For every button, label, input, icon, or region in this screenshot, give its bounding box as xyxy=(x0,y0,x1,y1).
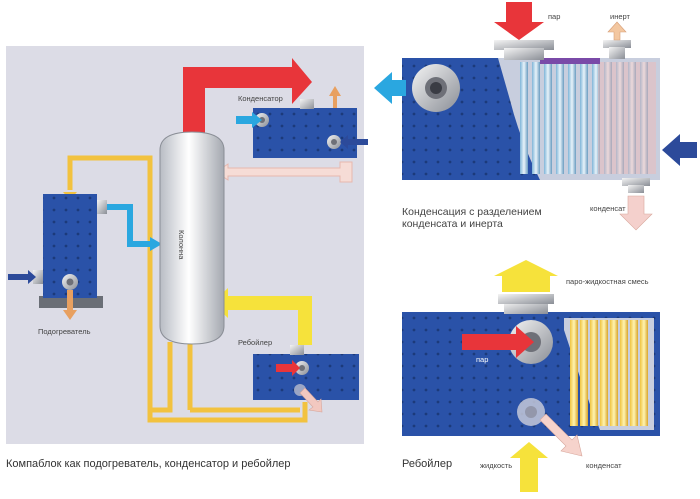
label-condenser: Конденсатор xyxy=(238,94,283,103)
label-steam-top: пар xyxy=(548,12,561,21)
column xyxy=(159,131,225,345)
reboiler-steam-arrow xyxy=(276,360,300,376)
column-bottom-pipe xyxy=(147,342,173,420)
mix-out-arrow xyxy=(494,260,558,292)
top-right-caption-line2: конденсата и инерта xyxy=(402,218,503,230)
condenser-vent-arrow xyxy=(329,86,341,108)
mix-nozzle xyxy=(504,302,548,314)
steam-nozzle xyxy=(494,40,554,50)
heater-exchanger xyxy=(33,194,107,308)
condenser-inlet-arrow xyxy=(340,135,368,149)
label-condensate-top: конденсат xyxy=(590,204,626,213)
cooling-in-arrow xyxy=(662,134,697,166)
left-caption: Компаблок как подогреватель, конденсатор… xyxy=(6,458,291,470)
plate-pack xyxy=(570,320,648,426)
condensate-nozzle xyxy=(622,178,650,186)
liquid-in-arrow xyxy=(510,442,548,492)
inert-out-arrow xyxy=(607,21,627,41)
label-reboiler: Ребойлер xyxy=(238,338,273,347)
cooling-arrow-head xyxy=(150,237,162,251)
condenser-exchanger xyxy=(253,99,357,158)
condensate-out-arrow xyxy=(619,195,653,231)
condenser-cooling-in-arrow xyxy=(236,112,262,128)
label-heater: Подогреватель xyxy=(38,327,91,336)
heater-inlet-arrow xyxy=(8,270,36,284)
baffle xyxy=(540,58,600,64)
label-condensate-reboiler: конденсат xyxy=(586,461,622,470)
label-inert: инерт xyxy=(610,12,630,21)
condensate-zone xyxy=(598,62,656,174)
condensate-out-arrow-reboiler xyxy=(539,413,583,457)
bottom-right-caption: Ребойлер xyxy=(402,458,453,470)
steam-in-arrow xyxy=(494,2,544,40)
top-right-caption-line1: Конденсация с разделением xyxy=(402,206,542,218)
cooling-out-arrow xyxy=(374,72,406,104)
label-steam-reboiler: пар xyxy=(476,355,489,364)
tube-bundle xyxy=(520,62,648,174)
feed-pipe xyxy=(67,155,308,423)
bottom-right-reboiler xyxy=(402,294,660,436)
steam-in-arrow-reboiler xyxy=(462,326,534,358)
steam-pipe-arrow xyxy=(183,58,312,150)
heater-outlet-arrow xyxy=(63,290,77,320)
label-liquid: жидкость xyxy=(480,461,513,470)
label-column: Колонна xyxy=(177,230,186,260)
label-vapor-liquid-mix: паро-жидкостная смесь xyxy=(566,277,649,286)
reboil-arrow xyxy=(212,288,312,345)
left-panel xyxy=(6,46,368,444)
inert-nozzle xyxy=(603,40,631,48)
reboiler-condensate-arrow xyxy=(299,387,323,413)
top-right-condenser xyxy=(402,40,660,193)
cooling-pipe xyxy=(100,204,153,247)
